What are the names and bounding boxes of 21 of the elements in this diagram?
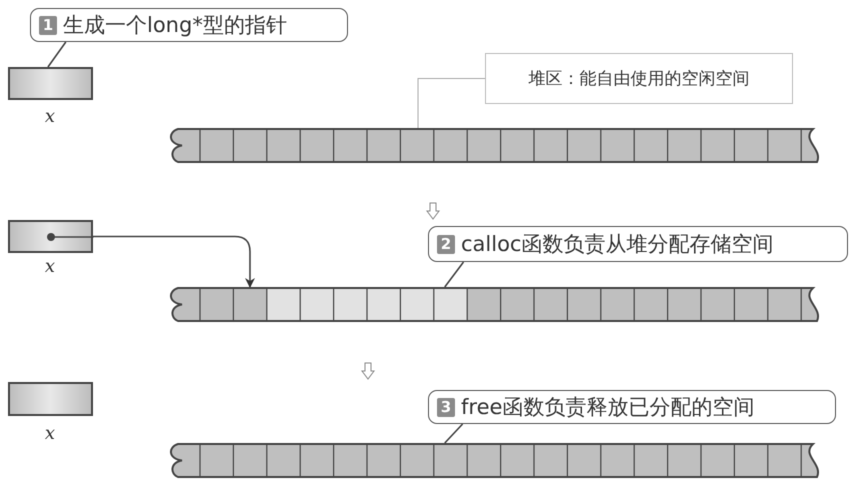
number-badge: 1 bbox=[39, 16, 57, 34]
leader-line bbox=[444, 262, 464, 288]
number-badge: 3 bbox=[437, 398, 455, 416]
variable-label: x bbox=[44, 256, 56, 277]
callout-bubble bbox=[428, 390, 836, 424]
callout-text: calloc函数负责从堆分配存储空间 bbox=[461, 231, 774, 258]
label-box: 堆区：能自由使用的空闲空间 bbox=[485, 53, 793, 104]
number-badge: 2 bbox=[437, 234, 455, 254]
variable-label: x bbox=[44, 106, 56, 127]
callout-bubble bbox=[30, 8, 348, 42]
variable-box bbox=[8, 67, 93, 100]
variable-box bbox=[8, 382, 93, 416]
variable-box bbox=[8, 220, 93, 253]
callout-text: free函数负责释放已分配的空间 bbox=[461, 394, 754, 421]
leader-line bbox=[444, 423, 464, 444]
callout-bubble bbox=[428, 226, 848, 262]
variable-label: x bbox=[44, 423, 56, 444]
callout-text: 生成一个long*型的指针 bbox=[63, 12, 287, 39]
pointer-arrow bbox=[93, 236, 255, 288]
leader-line bbox=[418, 78, 486, 128]
leader-line bbox=[47, 42, 66, 68]
